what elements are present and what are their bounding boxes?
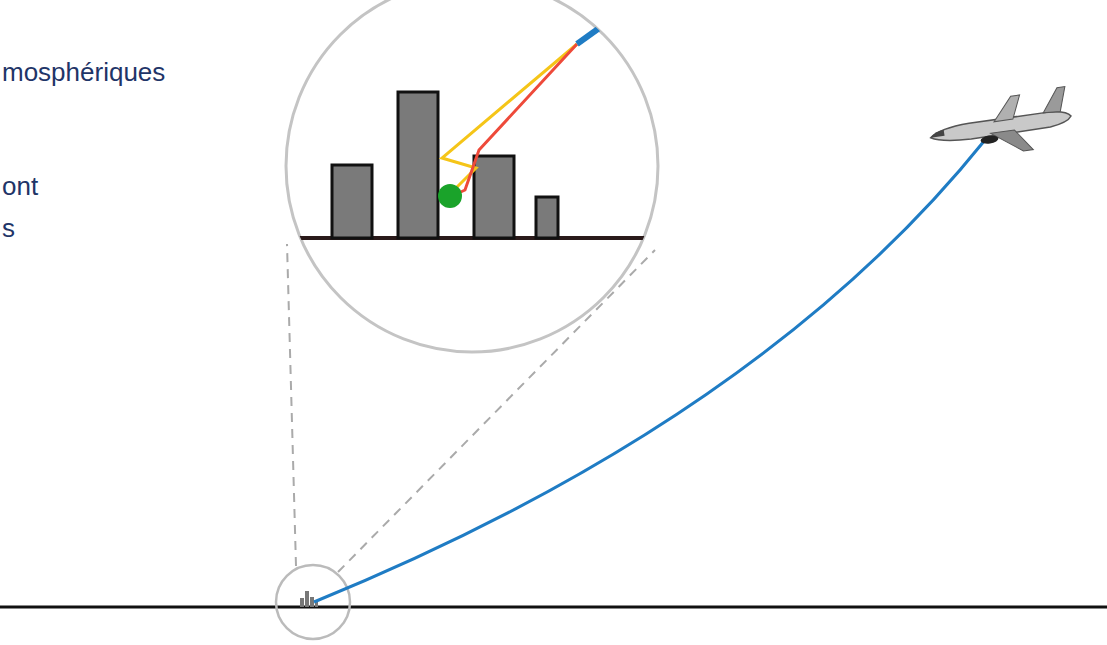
zoom-circle bbox=[276, 565, 350, 639]
trajectory bbox=[577, 16, 616, 44]
side-text: ont bbox=[2, 172, 38, 202]
receiver-dot bbox=[438, 184, 462, 208]
side-text: s bbox=[2, 214, 15, 244]
tiny-buildings bbox=[300, 591, 318, 607]
direct-ray bbox=[452, 44, 577, 196]
zoom-line bbox=[287, 244, 296, 566]
ground-line bbox=[0, 606, 1107, 609]
airplane bbox=[926, 86, 1075, 163]
side-text: mosphériques bbox=[2, 58, 165, 88]
zoom-circle bbox=[286, 0, 658, 352]
buildings bbox=[332, 92, 558, 238]
